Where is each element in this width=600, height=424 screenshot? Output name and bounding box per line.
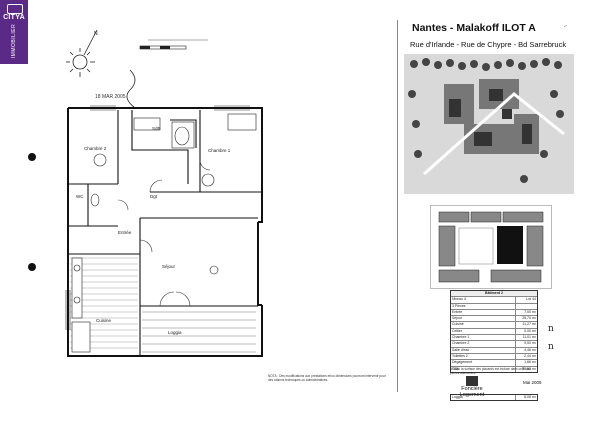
date-stamp: 18 MAR 2005	[95, 94, 126, 100]
handwritten-mark: n	[548, 324, 554, 334]
svg-text:N: N	[94, 31, 98, 37]
fonciere-line2: Logement	[459, 392, 485, 398]
floor-plan: N	[65, 29, 263, 357]
handwritten-mark: ~	[562, 23, 569, 31]
room-label-sejour: Séjour	[162, 264, 176, 269]
room-label-entree: Entrée	[118, 230, 132, 235]
room-label-sdb: SdB	[152, 126, 161, 131]
logo-name: CITYA	[3, 14, 25, 21]
page-subtitle: Rue d'Irlande - Rue de Chypre - Bd Sarre…	[410, 40, 567, 49]
aerial-view-image	[404, 54, 574, 194]
room-label-chambre1: Chambre 1	[208, 148, 231, 153]
fonciere-mark-icon	[466, 376, 478, 386]
document-date: Mai 2005	[523, 380, 542, 385]
punch-hole	[28, 153, 36, 161]
divider	[397, 20, 398, 392]
logo-mark-icon	[7, 4, 23, 14]
room-label-chambre2: Chambre 2	[84, 146, 107, 151]
punch-hole	[28, 263, 36, 271]
room-label-cuisine: Cuisine	[96, 318, 112, 323]
room-label-wc: WC	[76, 194, 84, 199]
table-header: Bâtiment 2	[451, 291, 537, 298]
citya-logo: CITYA IMMOBILIER	[0, 0, 28, 64]
page-title: Nantes - Malakoff ILOT A	[412, 22, 536, 34]
fonciere-logo: Foncière Logement	[458, 376, 486, 398]
plan-note: NOTA : Des modifications aux prestations…	[268, 374, 386, 382]
table-note: NOTA : la surface des placards est inclu…	[450, 367, 532, 375]
handwritten-mark: n	[548, 342, 554, 352]
fonciere-line1: Foncière	[461, 386, 483, 392]
site-plan-image	[430, 205, 552, 289]
table-row: 3 Pièces	[451, 303, 537, 310]
room-label-degagement: Dgt	[150, 194, 158, 199]
sun-orientation-icon: N	[66, 29, 136, 109]
room-label-loggia: Loggia	[168, 330, 182, 335]
scale-bar	[139, 39, 208, 50]
